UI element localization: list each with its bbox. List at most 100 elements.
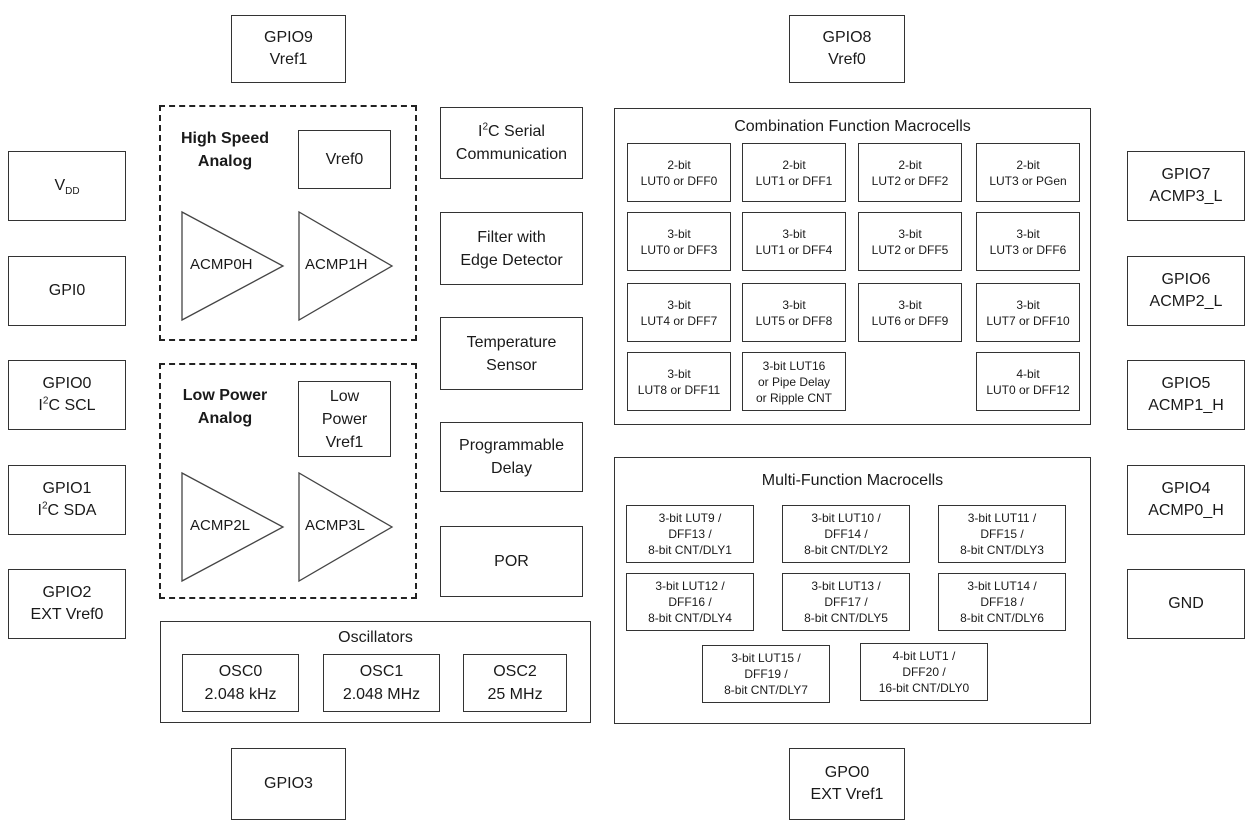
pin-function: EXT Vref1 <box>810 786 884 803</box>
pin-label: GPIO5 <box>1161 375 1211 392</box>
combination-cell-line: 3-bit <box>898 226 922 241</box>
multifunction-cell-line: 8-bit CNT/DLY7 <box>724 683 808 697</box>
combination-cell-line: LUT0 or DFF0 <box>640 173 718 188</box>
combination-cell-line: LUT1 or DFF1 <box>755 173 833 188</box>
por-block: POR <box>440 526 583 597</box>
multifunction-cell-line: DFF17 / <box>824 595 868 609</box>
multifunction-cell-line: 3-bit LUT14 / <box>967 579 1037 593</box>
vref0-block: Vref0 <box>298 130 391 189</box>
pin-label: GND <box>1168 595 1204 612</box>
pin-label: GPIO0 <box>42 375 92 392</box>
combination-cell-line: or Pipe Delay <box>757 374 831 389</box>
multifunction-cell-line: 3-bit LUT11 / <box>967 511 1037 525</box>
comparator-acmp3l-icon <box>298 471 394 583</box>
combination-cell-line: LUT6 or DFF9 <box>871 313 949 328</box>
pin-function: ACMP3_L <box>1149 188 1223 205</box>
comparator-acmp2l-label: ACMP2L <box>190 517 251 534</box>
multifunction-cell-line: 16-bit CNT/DLY0 <box>878 681 970 695</box>
pin-function: I2C SDA <box>37 500 97 519</box>
pin-label: V <box>54 177 66 194</box>
multifunction-macrocells-group: Multi-Function Macrocells <box>614 457 1091 724</box>
multifunction-cell: 3-bit LUT12 /DFF16 /8-bit CNT/DLY4 <box>626 573 754 631</box>
pin-label: GPIO2 <box>42 584 92 601</box>
pin-label-subscript: DD <box>65 186 80 198</box>
pin-label: GPIO3 <box>264 775 313 792</box>
multifunction-macrocells-title: Multi-Function Macrocells <box>761 472 944 489</box>
pin-label: GPI0 <box>48 282 86 299</box>
pin-gpio3: GPIO3 <box>231 748 346 820</box>
combination-cell-line: LUT3 or DFF6 <box>989 242 1067 257</box>
combination-cell-line: LUT0 or DFF12 <box>986 382 1070 397</box>
multifunction-cell-line: 3-bit LUT9 / <box>658 511 722 525</box>
combination-cell-line: LUT5 or DFF8 <box>755 313 833 328</box>
multifunction-cell-line: 3-bit LUT13 / <box>811 579 881 593</box>
multifunction-cell-line: 8-bit CNT/DLY6 <box>960 611 1044 625</box>
multifunction-cell-line: 4-bit LUT1 / <box>892 649 956 663</box>
pin-label: GPIO1 <box>42 480 92 497</box>
combination-macrocells-group: Combination Function Macrocells <box>614 108 1091 425</box>
multifunction-cell-line: 3-bit LUT12 / <box>655 579 725 593</box>
combination-cell-line: 3-bit <box>667 226 691 241</box>
combination-cell-line: 2-bit <box>898 157 922 172</box>
multifunction-cell: 3-bit LUT11 /DFF15 /8-bit CNT/DLY3 <box>938 505 1066 563</box>
multifunction-cell-line: 3-bit LUT10 / <box>811 511 881 525</box>
comparator-acmp0h-icon <box>181 210 285 322</box>
multifunction-cell-line: 8-bit CNT/DLY1 <box>648 543 732 557</box>
pin-label: GPIO6 <box>1161 271 1211 288</box>
pin-label: GPO0 <box>824 764 870 781</box>
combination-cell-line: 3-bit <box>1016 297 1040 312</box>
combination-cell-line: 2-bit <box>667 157 691 172</box>
comparator-acmp2l-icon <box>181 471 285 583</box>
pin-function: ACMP2_L <box>1149 293 1223 310</box>
combination-cell-line: 2-bit <box>782 157 806 172</box>
combination-cell-line: LUT3 or PGen <box>989 173 1067 188</box>
combination-macrocells-title: Combination Function Macrocells <box>734 118 971 135</box>
combination-cell-line: 3-bit LUT16 <box>762 358 826 373</box>
pin-label: GPIO7 <box>1161 166 1211 183</box>
pin-label: GPIO8 <box>822 29 872 46</box>
pin-label: GPIO4 <box>1161 480 1211 497</box>
combination-cell-line: or Ripple CNT <box>755 390 833 405</box>
pin-gnd: GND <box>1127 569 1245 639</box>
comparator-acmp1h-icon <box>298 210 394 322</box>
multifunction-cell-line: 8-bit CNT/DLY4 <box>648 611 732 625</box>
pin-gpi0: GPI0 <box>8 256 126 326</box>
multifunction-cell-line: DFF15 / <box>980 527 1024 541</box>
combination-cell-line: 2-bit <box>1016 157 1040 172</box>
pin-label: GPIO9 <box>264 29 313 46</box>
combination-cell-line: LUT8 or DFF11 <box>637 382 721 397</box>
combination-cell-line: 3-bit <box>782 297 806 312</box>
multifunction-cell-line: 8-bit CNT/DLY2 <box>804 543 888 557</box>
multifunction-cell: 3-bit LUT9 / DFF13 / 8-bit CNT/DLY1 <box>626 505 754 563</box>
combination-cell-line: 3-bit <box>782 226 806 241</box>
combination-cell-line: LUT2 or DFF2 <box>871 173 949 188</box>
combination-cell-line: LUT7 or DFF10 <box>986 313 1070 328</box>
multifunction-cell-line: DFF13 / <box>668 527 712 541</box>
